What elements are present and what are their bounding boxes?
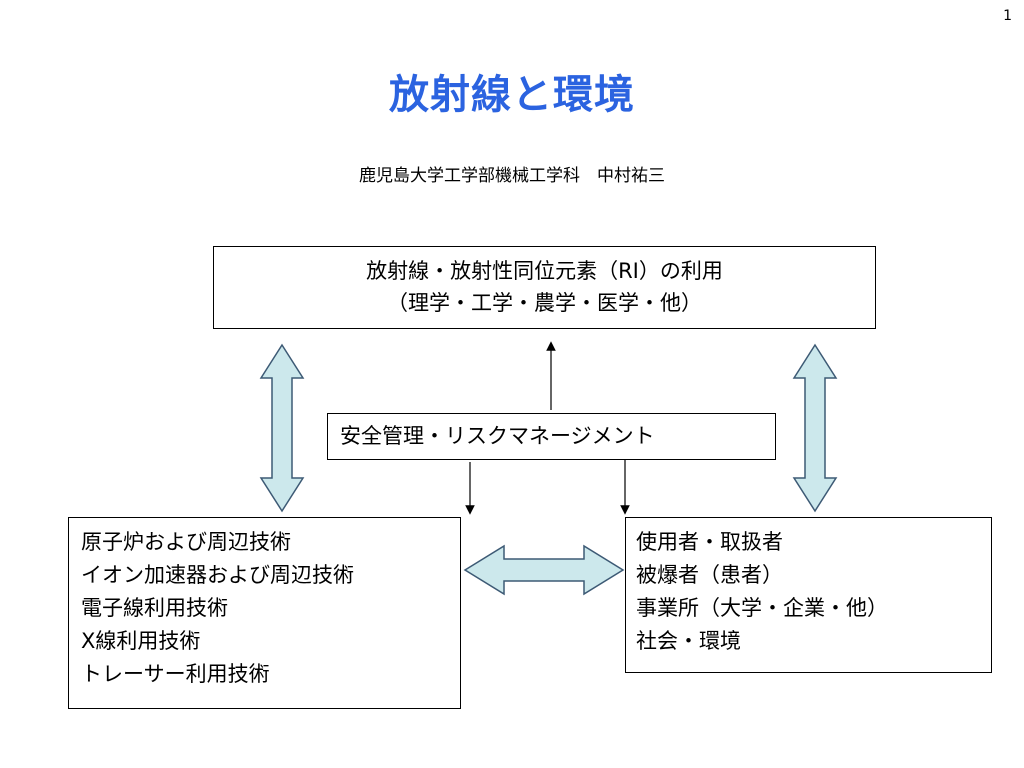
- technology-item: トレーサー利用技術: [81, 662, 270, 686]
- stakeholder-item: 使用者・取扱者: [636, 530, 783, 554]
- stakeholder-item: 社会・環境: [636, 629, 741, 653]
- stakeholder-box: 使用者・取扱者 被爆者（患者） 事業所（大学・企業・他） 社会・環境: [625, 517, 992, 673]
- stakeholder-item: 事業所（大学・企業・他）: [636, 596, 888, 620]
- slide-subtitle: 鹿児島大学工学部機械工学科 中村祐三: [359, 166, 665, 186]
- page-number: 1: [1003, 8, 1012, 24]
- usage-box-line1: 放射線・放射性同位元素（RI）の利用: [366, 259, 723, 283]
- slide-title: 放射線と環境: [389, 72, 635, 118]
- safety-management-box: 安全管理・リスクマネージメント: [327, 413, 776, 460]
- technology-box: 原子炉および周辺技術 イオン加速器および周辺技術 電子線利用技術 X線利用技術 …: [68, 517, 461, 709]
- technology-item: 電子線利用技術: [81, 596, 228, 620]
- horizontal-double-arrow: [463, 544, 625, 596]
- technology-item: X線利用技術: [81, 629, 201, 653]
- stakeholder-item: 被爆者（患者）: [636, 563, 783, 587]
- technology-item: イオン加速器および周辺技術: [81, 563, 354, 587]
- left-vertical-double-arrow: [259, 343, 305, 513]
- usage-box-line2: （理学・工学・農学・医学・他）: [387, 291, 702, 315]
- right-vertical-double-arrow: [792, 343, 838, 513]
- safety-management-label: 安全管理・リスクマネージメント: [340, 424, 655, 448]
- technology-item: 原子炉および周辺技術: [81, 530, 291, 554]
- usage-box: 放射線・放射性同位元素（RI）の利用 （理学・工学・農学・医学・他）: [213, 246, 876, 329]
